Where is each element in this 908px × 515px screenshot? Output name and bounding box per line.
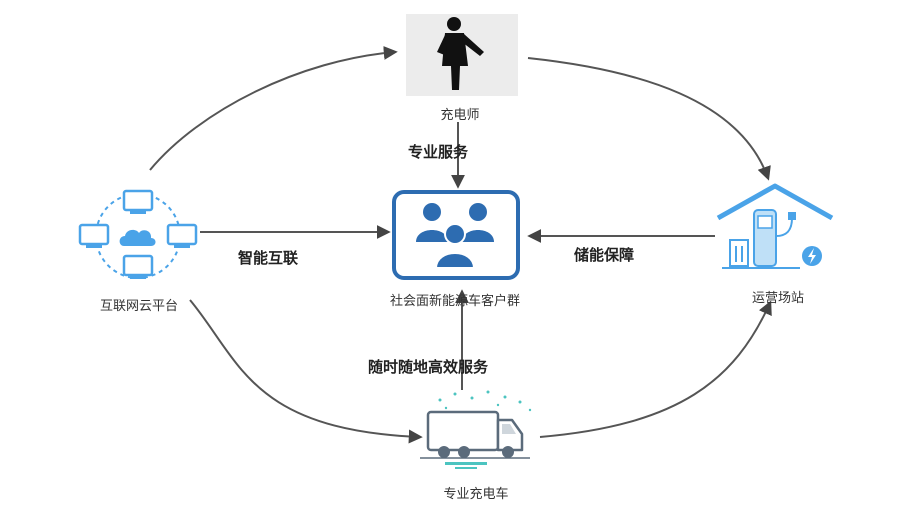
arrow-platform-to-truck (189, 299, 423, 444)
station-label: 运营场站 (751, 291, 805, 306)
edge-label-pro-service: 专业服务 (408, 143, 469, 161)
platform-label: 互联网云平台 (99, 299, 179, 314)
user-group-icon (392, 190, 520, 280)
edge-label-smart-link: 智能互联 (238, 249, 299, 267)
person-pointing-icon (406, 14, 518, 96)
arrow-charger-to-station (527, 57, 771, 181)
charging-station-icon (716, 183, 834, 269)
arrow-platform-to-charger (149, 45, 398, 171)
arrow-truck-to-station (539, 300, 772, 438)
truck-label: 专业充电车 (443, 487, 509, 502)
customers-label: 社会面新能源车客户群 (389, 294, 521, 309)
edge-label-storage: 储能保障 (574, 246, 635, 264)
cloud-network-icon (78, 189, 198, 279)
delivery-truck-icon (420, 390, 532, 469)
edge-label-anytime: 随时随地高效服务 (368, 358, 489, 376)
charger-label: 充电师 (440, 108, 480, 123)
